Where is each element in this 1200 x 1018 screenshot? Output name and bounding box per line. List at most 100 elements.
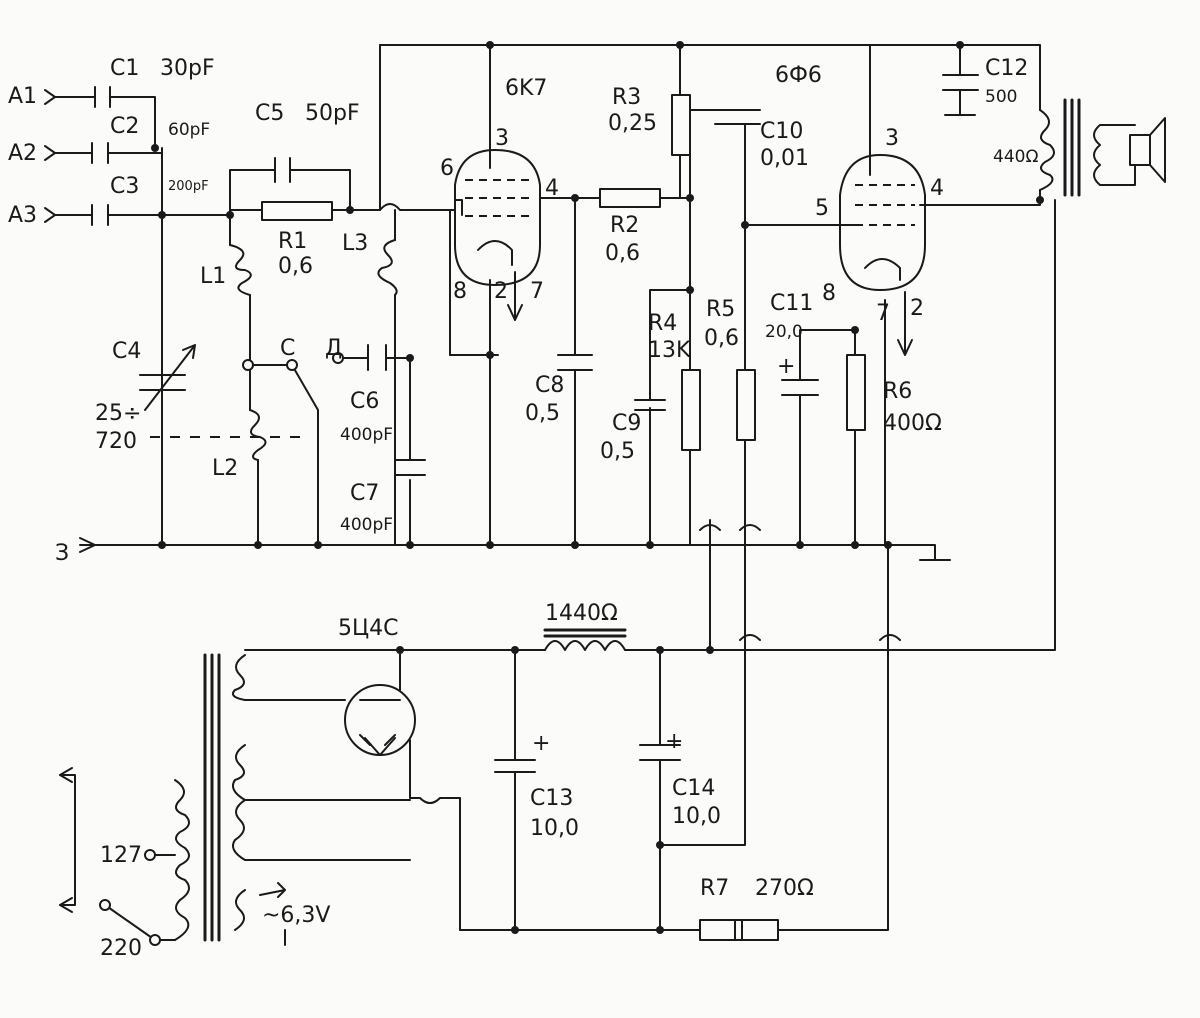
capacitor-c1 xyxy=(94,86,111,108)
coil-l2 xyxy=(249,409,267,461)
resistor-r5 xyxy=(736,369,756,441)
resistor-r1 xyxy=(261,201,333,221)
wires xyxy=(54,44,1056,941)
label-c10: C10 xyxy=(760,119,803,144)
label-c11-plus: + xyxy=(777,354,795,379)
resistor-r7 xyxy=(699,919,779,941)
capacitor-c5 xyxy=(274,157,291,183)
label-c2-value: 60pF xyxy=(168,120,210,140)
label-c7-value: 400pF xyxy=(340,515,393,535)
label-mains-127: 127 xyxy=(100,843,142,868)
open-terminals xyxy=(99,352,344,946)
label-a1: A1 xyxy=(8,84,37,109)
label-c8: C8 xyxy=(535,373,564,398)
label-c12: C12 xyxy=(985,56,1028,81)
label-r6: R6 xyxy=(883,379,912,404)
label-c14-plus: + xyxy=(665,729,683,754)
label-c14-value: 10,0 xyxy=(672,804,721,829)
coil-l3 xyxy=(377,239,398,296)
capacitor-c3 xyxy=(91,204,109,226)
label-c1-value: 30pF xyxy=(160,56,215,81)
label-pin-6k7-4: 4 xyxy=(545,176,559,201)
resistor-r6 xyxy=(846,354,866,431)
label-pin-6k7-8: 8 xyxy=(453,279,467,304)
rf-tube-icon xyxy=(454,149,541,321)
label-c14: C14 xyxy=(672,776,715,801)
label-pin-6f6-5: 5 xyxy=(815,196,829,221)
capacitor-c14 xyxy=(639,744,681,761)
capacitor-c12 xyxy=(942,74,979,91)
label-c3-value: 200pF xyxy=(168,179,209,194)
mains-arrow-top xyxy=(59,767,73,783)
label-l3: L3 xyxy=(342,231,368,256)
label-l1: L1 xyxy=(200,264,226,289)
label-pin-6f6-2: 2 xyxy=(910,296,924,321)
power-transformer xyxy=(174,653,286,946)
capacitor-c6 xyxy=(367,344,387,371)
label-switch-contact: C xyxy=(280,336,295,361)
output-tube-icon xyxy=(839,154,926,356)
label-c4: C4 xyxy=(112,339,141,364)
label-pin-6f6-3: 3 xyxy=(885,126,899,151)
label-c9: C9 xyxy=(612,411,641,436)
label-c13-value: 10,0 xyxy=(530,816,579,841)
capacitor-c9 xyxy=(634,399,666,411)
label-r5-value: 0,6 xyxy=(704,326,739,351)
label-c6: C6 xyxy=(350,389,379,414)
label-pickup: Д xyxy=(325,336,342,361)
choke-core xyxy=(543,628,627,638)
label-r2: R2 xyxy=(610,213,639,238)
label-c12-value: 500 xyxy=(985,87,1017,107)
label-r7: R7 xyxy=(700,876,729,901)
label-a3: A3 xyxy=(8,203,37,228)
label-pin-6k7-3: 3 xyxy=(495,126,509,151)
label-r5: R5 xyxy=(706,297,735,322)
label-ground: З xyxy=(55,541,69,566)
label-mains-220: 220 xyxy=(100,936,142,961)
label-c3: C3 xyxy=(110,174,139,199)
label-pin-6f6-4: 4 xyxy=(930,176,944,201)
capacitor-c13 xyxy=(494,759,536,773)
label-heater: ~6,3V xyxy=(262,903,330,928)
label-c8-value: 0,5 xyxy=(525,401,560,426)
label-pin-6k7-2: 2 xyxy=(494,279,508,304)
label-c13-plus: + xyxy=(532,731,550,756)
antenna-arrows xyxy=(44,89,96,553)
label-rectifier: 5Ц4С xyxy=(338,616,398,641)
speaker-icon xyxy=(1129,117,1166,183)
resistor-r4 xyxy=(681,369,701,451)
label-c4-value-bottom: 720 xyxy=(95,429,137,454)
label-l2: L2 xyxy=(212,456,238,481)
output-transformer xyxy=(1039,98,1136,197)
junction-dots xyxy=(151,41,1044,934)
label-r3-value: 0,25 xyxy=(608,111,657,136)
label-r6-value: 400Ω xyxy=(883,411,942,436)
label-r3: R3 xyxy=(612,85,641,110)
label-r2-value: 0,6 xyxy=(605,241,640,266)
label-c1: C1 xyxy=(110,56,139,81)
mains-arrow-bottom xyxy=(59,897,73,913)
label-pin-6k7-6: 6 xyxy=(440,156,454,181)
resistor-r2 xyxy=(599,188,661,208)
label-a2: A2 xyxy=(8,141,37,166)
wire-crossings xyxy=(699,524,901,641)
label-r7-value: 270Ω xyxy=(755,876,814,901)
label-c10-value: 0,01 xyxy=(760,146,809,171)
label-c5-value: 50pF xyxy=(305,101,360,126)
rectifier-tube-icon xyxy=(344,684,416,756)
resistor-r7-mark xyxy=(734,919,743,941)
capacitor-c7 xyxy=(395,459,426,476)
label-c11-value: 20,0 xyxy=(765,322,803,342)
label-c5: C5 xyxy=(255,101,284,126)
label-c2: C2 xyxy=(110,114,139,139)
label-pin-6f6-8: 8 xyxy=(822,281,836,306)
label-pin-6f6-7: 7 xyxy=(876,301,890,326)
label-c6-value: 400pF xyxy=(340,425,393,445)
choke-coil xyxy=(544,640,626,651)
label-pin-6k7-7: 7 xyxy=(530,279,544,304)
labels: A1 A2 A3 З C1 30pF C2 60pF C3 200pF C5 5… xyxy=(8,56,1038,961)
resistor-r3 xyxy=(671,94,691,156)
label-c7: C7 xyxy=(350,481,379,506)
